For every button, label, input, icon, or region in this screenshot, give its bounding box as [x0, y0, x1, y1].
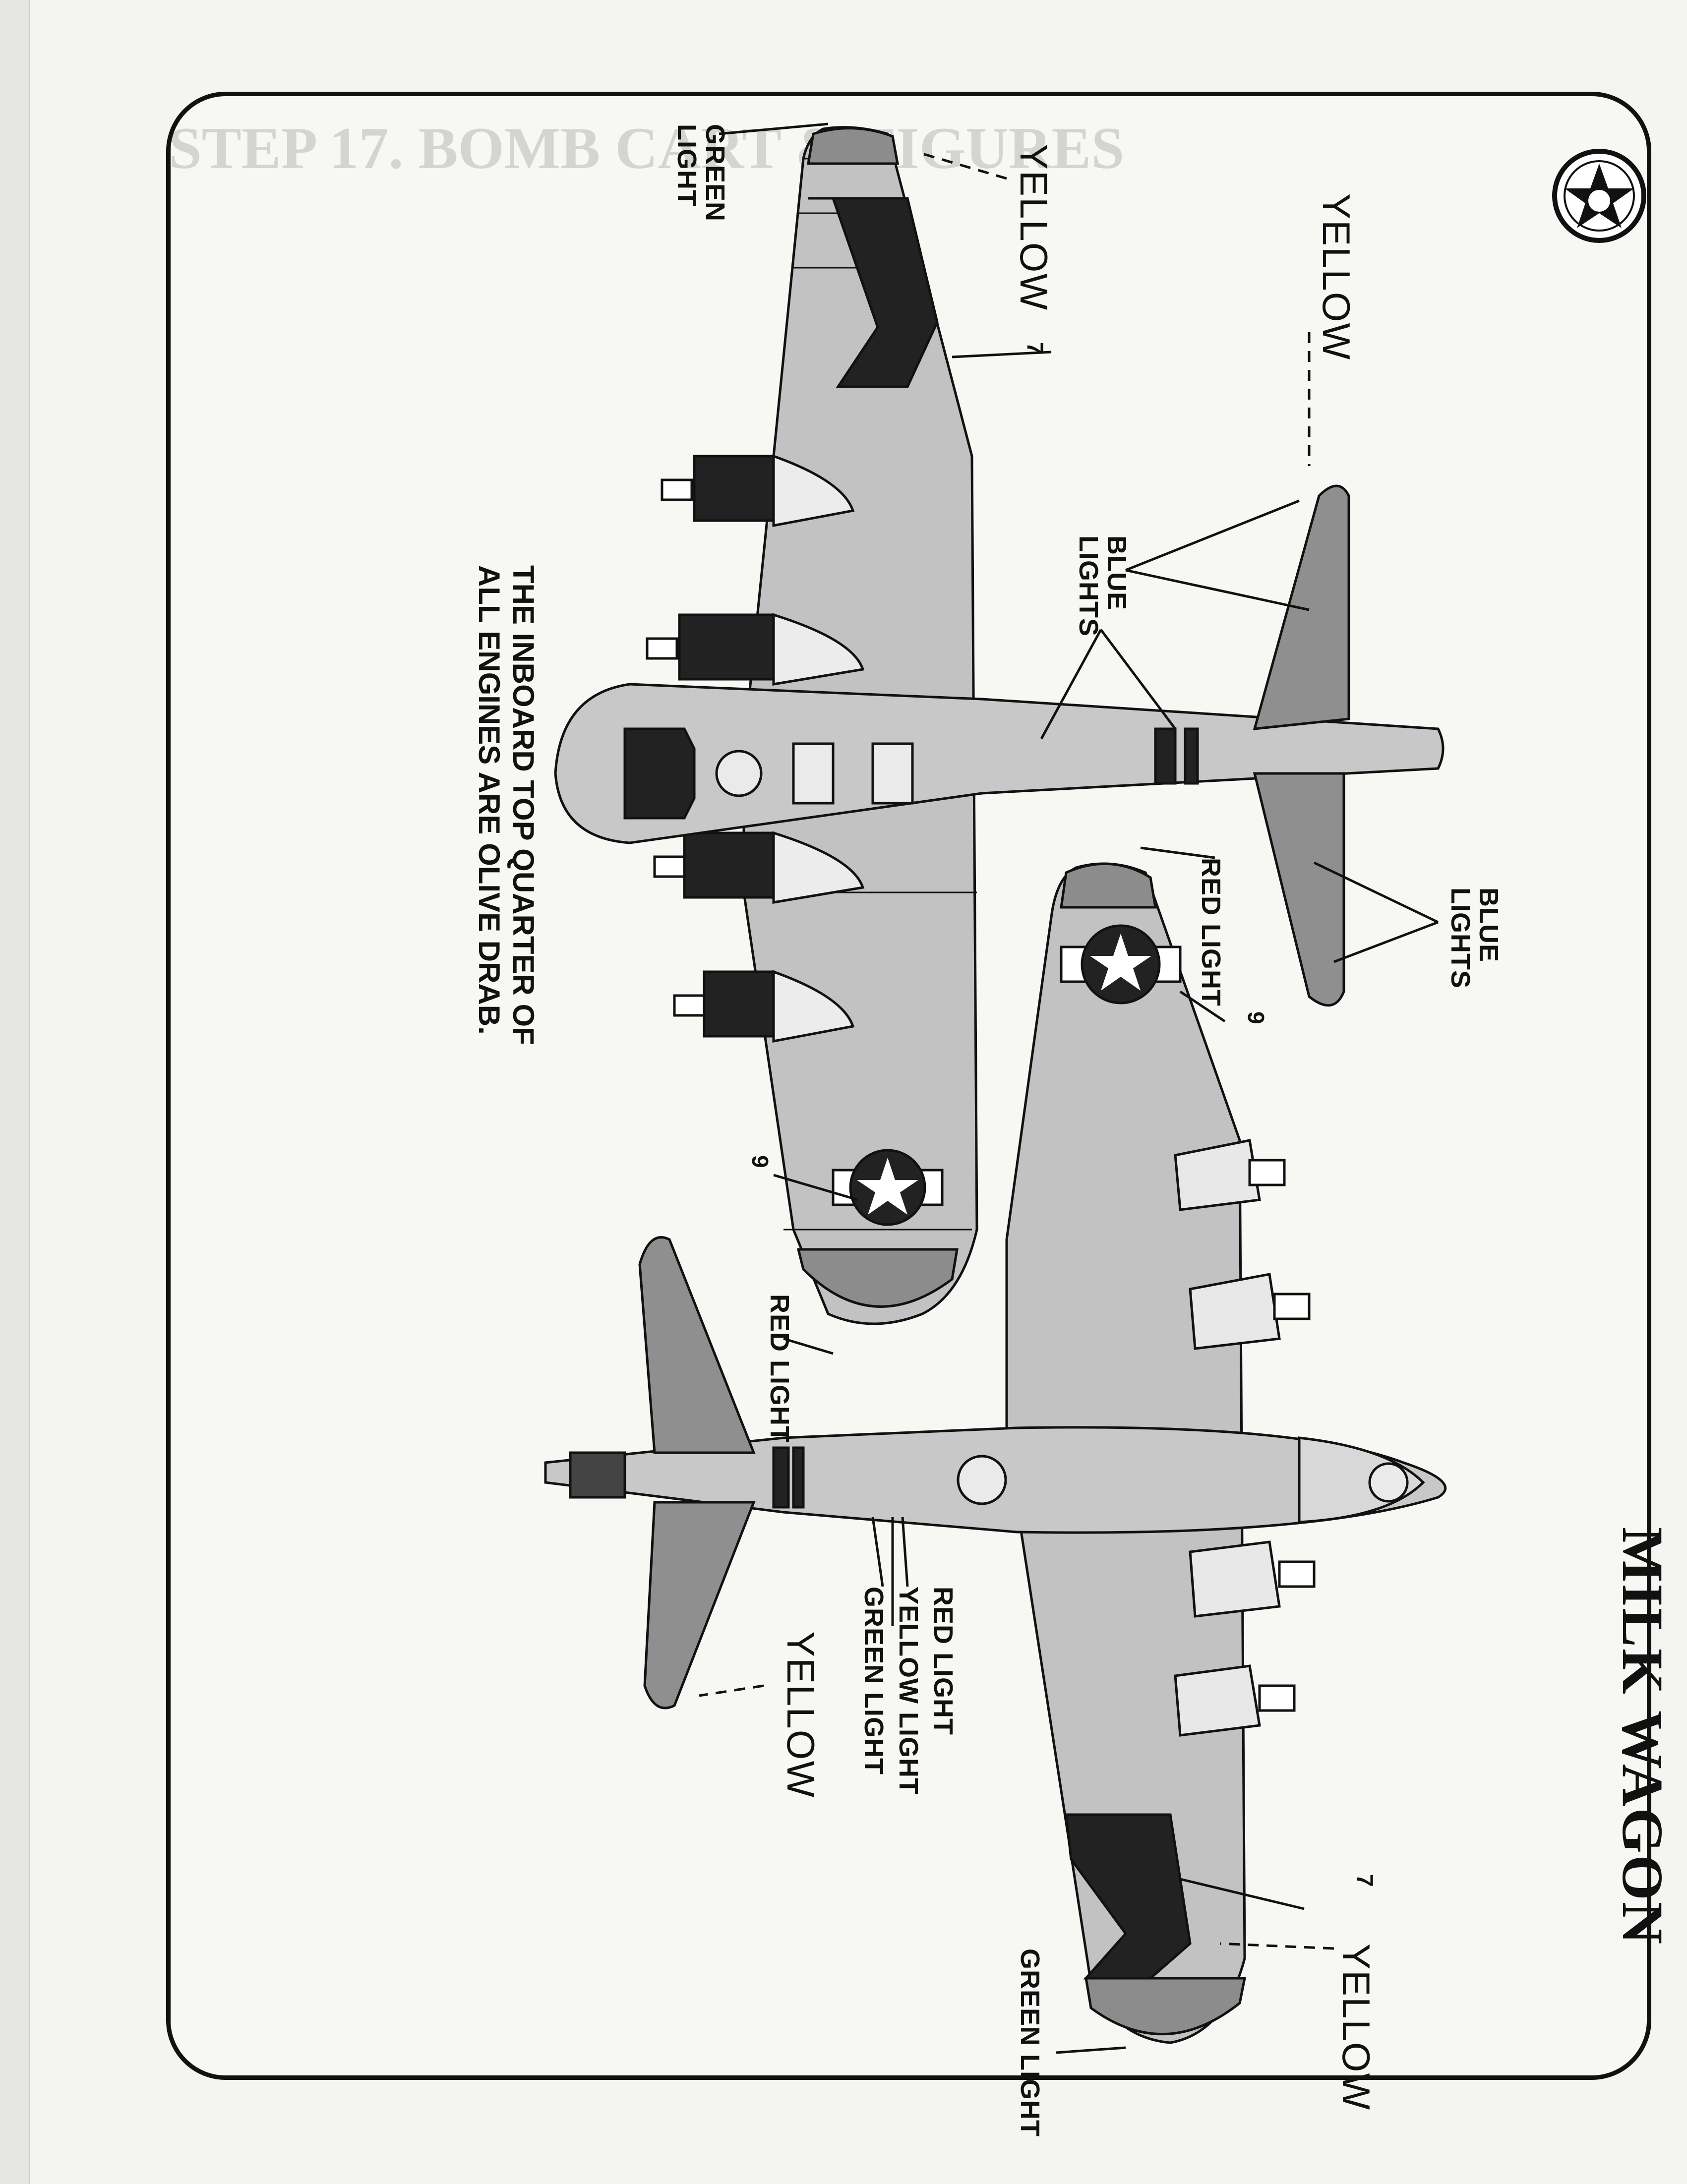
page-title: MILK WAGON [1610, 1527, 1675, 1946]
label-green-light-bottom-wing: GREEN LIGHT [1015, 1948, 1045, 2137]
label-yellow-top-wing: YELLOW [1012, 144, 1056, 311]
bottom-view-stabilizer-upper [638, 1236, 756, 1454]
engine-nacelles-top [646, 454, 865, 1043]
bottom-view-stabilizer-lower [643, 1501, 756, 1710]
callout-lines [699, 122, 1439, 2054]
bottom-view-aircraft [544, 862, 1447, 2044]
top-view-aircraft [554, 126, 1445, 1325]
label-green-light-tail: GREEN LIGHT [859, 1587, 889, 1775]
decal-7-bottom: 7 [1352, 1874, 1378, 1887]
label-yellow-light-tail: YELLOW LIGHT [894, 1587, 923, 1795]
bleed-through-text: STEP 17. BOMB CART & FIGURES [169, 115, 1125, 181]
decal-7-top: 7 [1023, 342, 1048, 355]
label-yellow-top-tail: YELLOW [1315, 193, 1358, 361]
engine-note-line-2: ALL ENGINES ARE OLIVE DRAB. [473, 565, 506, 1035]
top-view-stabilizer-lower [1253, 772, 1345, 1007]
engine-note: THE INBOARD TOP QUARTER OF ALL ENGINES A… [472, 565, 541, 1045]
engine-nacelles-bottom [1174, 1139, 1316, 1737]
label-blue-lights-upper: BLUE LIGHTS [1074, 535, 1132, 637]
label-red-light-top: RED LIGHT [1196, 858, 1226, 1006]
label-blue-lights-lower: BLUE LIGHTS [1446, 887, 1504, 989]
label-green-light-top: GREEN LIGHT [672, 124, 730, 222]
label-yellow-bottom-wing: YELLOW [1334, 1944, 1378, 2111]
wing-v-marking-lower [1065, 1813, 1192, 1980]
label-red-light-wing: RED LIGHT [765, 1294, 794, 1443]
decal-9-top-left: 9 [747, 1155, 773, 1168]
scanned-page-edge [0, 0, 30, 2184]
engine-note-line-1: THE INBOARD TOP QUARTER OF [507, 565, 540, 1045]
wing-star-insignia [832, 1149, 944, 1226]
wing-v-marking [808, 197, 939, 388]
top-view-fuselage [554, 683, 1445, 844]
label-red-light-tail: RED LIGHT [928, 1587, 958, 1735]
emblem-logo [1552, 149, 1646, 243]
decal-9-top-right: 9 [1243, 1011, 1269, 1024]
wing-star-insignia-lower [1060, 924, 1182, 1004]
label-yellow-bottom-tail: YELLOW [779, 1631, 823, 1799]
